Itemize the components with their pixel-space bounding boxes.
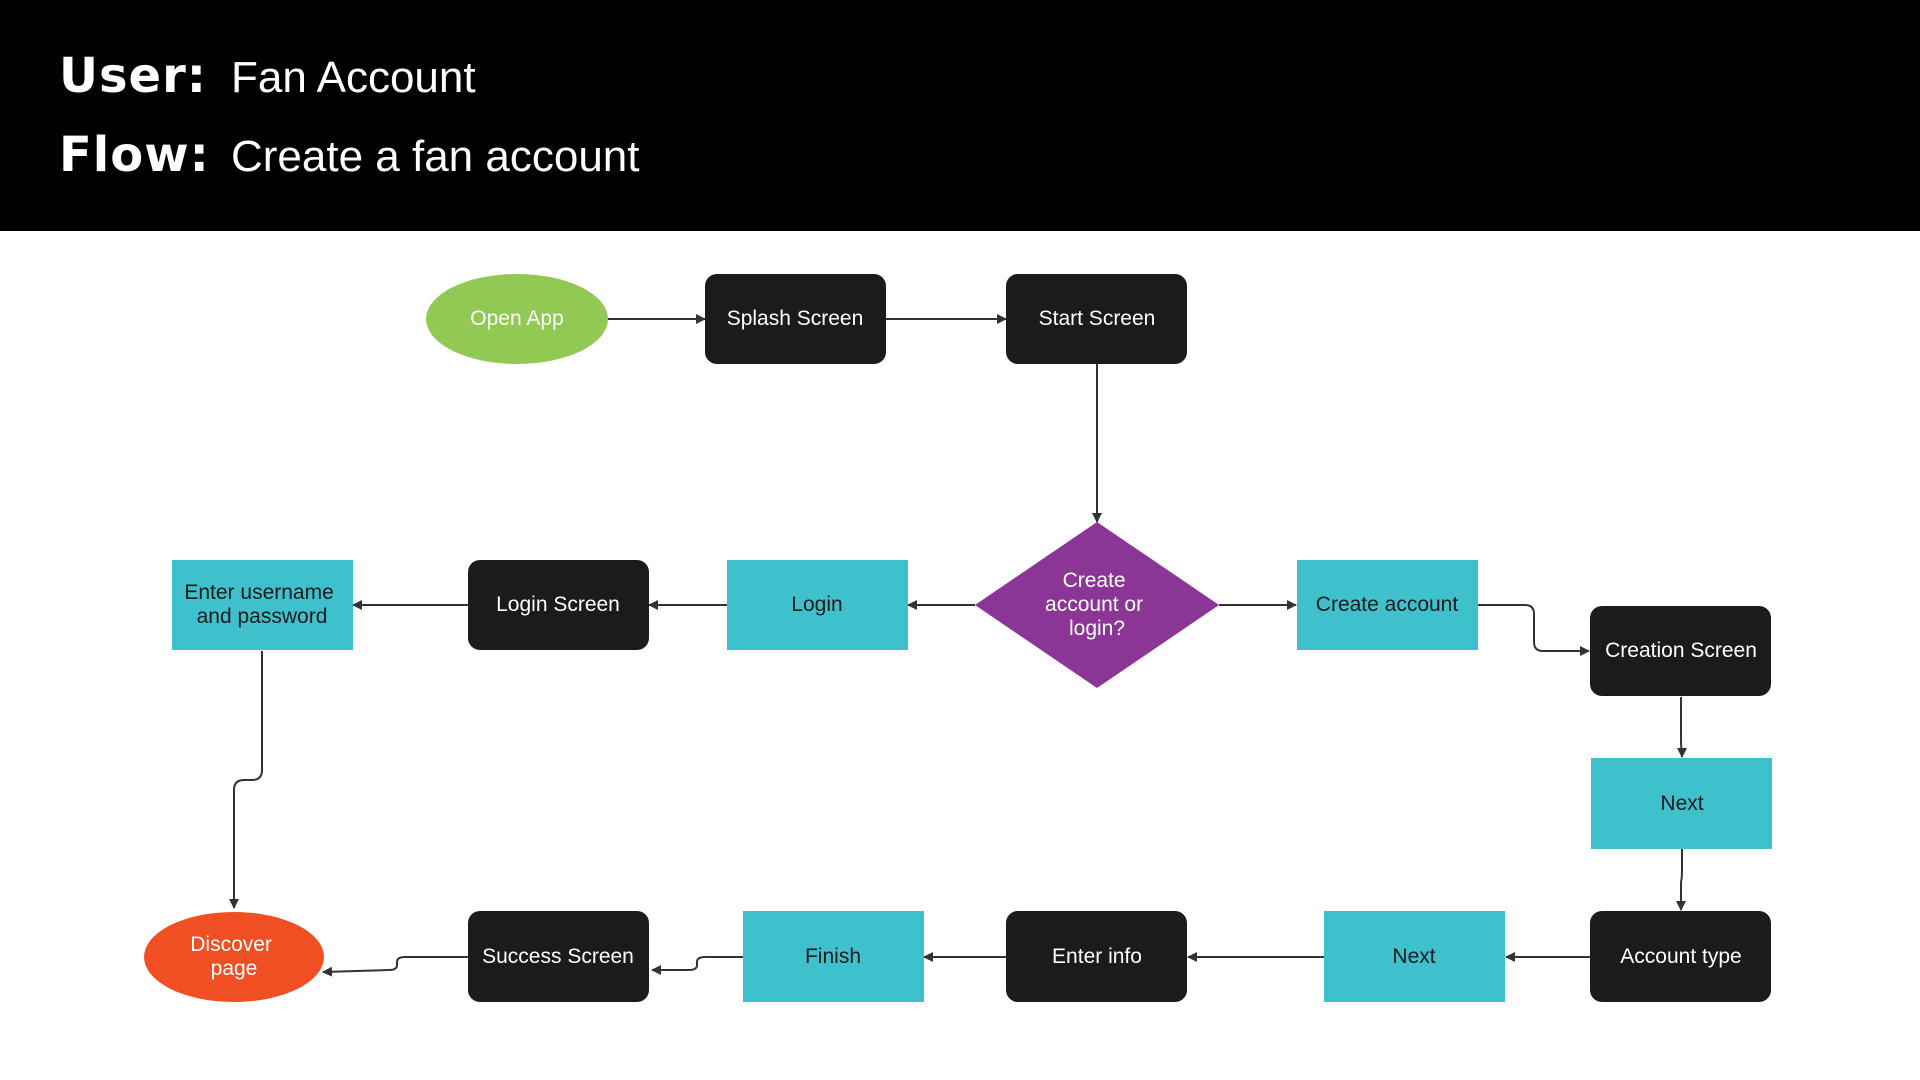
user-key: User: [59,48,207,104]
node-start-screen-label: Start Screen [1039,307,1156,330]
node-next-1: Next [1591,758,1772,849]
node-next-2-label: Next [1392,945,1435,968]
node-enter-info: Enter info [1006,911,1187,1002]
connectors [229,314,1687,977]
node-decision: Create account or login? [975,522,1219,688]
user-row: User: Fan Account [59,48,476,104]
node-login-screen-label: Login Screen [496,593,620,616]
node-creation-screen: Creation Screen [1590,606,1771,696]
node-create-account-label: Create account [1316,593,1459,616]
node-account-type-label: Account type [1620,945,1741,968]
flow-key: Flow: [59,127,210,183]
connector-creation-next1 [1677,697,1687,758]
node-enter-info-label: Enter info [1052,945,1142,968]
node-discover-page-label: Discover page [190,933,278,980]
node-open-app: Open App [426,274,608,364]
node-finish: Finish [743,911,924,1002]
node-next-2: Next [1324,911,1505,1002]
node-open-app-label: Open App [470,307,563,330]
node-decision-label: Create account or login? [1045,569,1149,640]
user-value: Fan Account [231,53,476,102]
node-enter-username-label: Enter username and password [184,581,339,628]
connector-enterusername-discover [229,651,263,909]
connector-success-discover [322,956,468,977]
title-banner: User: Fan Account Flow: Create a fan acc… [0,0,1920,231]
node-login-label: Login [791,593,842,616]
connector-finish-success [651,956,743,975]
node-discover-page: Discover page [144,912,324,1002]
node-account-type: Account type [1590,911,1771,1002]
node-next-1-label: Next [1660,792,1703,815]
node-success-screen-label: Success Screen [482,945,634,968]
node-finish-label: Finish [805,945,861,968]
connector-next1-accounttype [1676,849,1686,911]
node-create-account: Create account [1297,560,1478,650]
node-login: Login [727,560,908,650]
node-enter-username: Enter username and password [172,560,353,650]
flow-row: Flow: Create a fan account [59,127,639,183]
node-start-screen: Start Screen [1006,274,1187,364]
node-success-screen: Success Screen [468,911,649,1002]
node-login-screen: Login Screen [468,560,649,650]
node-splash-screen-label: Splash Screen [727,307,864,330]
node-splash-screen: Splash Screen [705,274,886,364]
flow-value: Create a fan account [231,132,640,181]
connector-createaccount-creation [1478,604,1590,656]
node-creation-screen-label: Creation Screen [1605,639,1757,662]
